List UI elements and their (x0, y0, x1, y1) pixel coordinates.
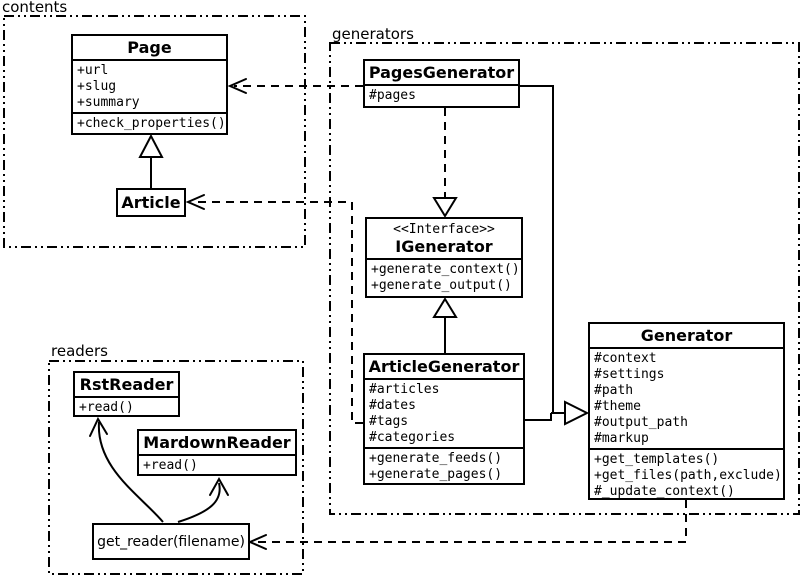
class-methods-rstreader: +read() (75, 398, 178, 417)
class-title-igenerator: IGenerator (395, 237, 493, 256)
generalization-arrow-articlegenerator-to-igenerator (432, 297, 458, 353)
class-title-articlegenerator: ArticleGenerator (365, 355, 523, 380)
class-methods-mardownreader: +read() (139, 456, 295, 475)
attr: #pages (369, 88, 416, 103)
class-methods-page: +check_properties() (73, 114, 226, 133)
attr: #markup (594, 431, 649, 446)
class-box-articlegenerator: ArticleGenerator #articles #dates #tags … (363, 353, 525, 485)
generators-package-label: generators (332, 25, 414, 43)
attr: #path (594, 383, 634, 398)
dependency-arrow-articlegenerator-to-article (185, 194, 363, 424)
class-methods-igenerator: +generate_context() +generate_output() (367, 260, 521, 296)
method: +generate_output() (371, 278, 512, 293)
generalization-arrow-generators-to-generator (520, 85, 590, 426)
readers-package-border (48, 360, 304, 575)
method: +generate_feeds() (369, 451, 503, 466)
class-box-generator: Generator #context #settings #path #them… (588, 322, 785, 500)
method: +get_templates() (594, 452, 720, 467)
attr: #output_path (594, 415, 688, 430)
class-attrs-page: +url +slug +summary (73, 61, 226, 114)
class-box-article: Article (116, 188, 186, 217)
attr: +slug (77, 79, 117, 94)
attr: +url (77, 63, 109, 78)
readers-package-label: readers (51, 342, 108, 360)
class-title-article: Article (121, 193, 181, 212)
interface-stereotype: <<Interface>> (393, 222, 495, 237)
realization-arrow-pagesgenerator-to-igenerator (432, 108, 458, 218)
class-box-igenerator: <<Interface>> IGenerator +generate_conte… (365, 217, 523, 298)
dependency-arrow-generator-to-getreader (247, 500, 687, 550)
attr: #settings (594, 367, 665, 382)
class-title-rstreader: RstReader (75, 373, 178, 398)
class-attrs-generator: #context #settings #path #theme #output_… (590, 349, 783, 450)
class-attrs-articlegenerator: #articles #dates #tags #categories (365, 380, 523, 449)
class-title-generator: Generator (590, 324, 783, 349)
class-box-rstreader: RstReader +read() (73, 371, 180, 417)
class-methods-articlegenerator: +generate_feeds() +generate_pages() (365, 449, 523, 484)
class-box-page: Page +url +slug +summary +check_properti… (71, 34, 228, 135)
method: +read() (143, 458, 198, 473)
generalization-arrow-article-to-page (138, 133, 164, 188)
method: +check_properties() (77, 116, 226, 131)
curved-arrow-getreader-to-rstreader (89, 416, 164, 523)
class-title-page: Page (73, 36, 226, 61)
class-box-mardownreader: MardownReader +read() (137, 429, 297, 476)
dependency-arrow-pagesgenerator-to-page (227, 78, 363, 94)
class-header-igenerator: <<Interface>> IGenerator (367, 219, 521, 260)
attr: #articles (369, 382, 440, 397)
method: +generate_pages() (369, 467, 503, 482)
method: +get_files(path,exclude) (594, 468, 782, 483)
method: +read() (79, 400, 134, 415)
attr: #theme (594, 399, 641, 414)
class-attrs-pagesgenerator: #pages (365, 86, 518, 106)
generators-package-border (329, 42, 800, 515)
attr: +summary (77, 95, 140, 110)
attr: #dates (369, 398, 416, 413)
attr: #tags (369, 414, 409, 429)
contents-package-border (3, 15, 306, 248)
curved-arrow-getreader-to-mardownreader (177, 476, 229, 523)
attr: #context (594, 351, 657, 366)
function-box-get-reader: get_reader(filename) (92, 523, 250, 560)
method: #_update_context() (594, 484, 735, 499)
method: +generate_context() (371, 262, 520, 277)
contents-package-label: contents (2, 0, 68, 16)
function-label: get_reader(filename) (97, 533, 245, 550)
class-title-mardownreader: MardownReader (139, 431, 295, 456)
class-methods-generator: +get_templates() +get_files(path,exclude… (590, 450, 783, 501)
class-title-pagesgenerator: PagesGenerator (365, 61, 518, 86)
attr: #categories (369, 430, 456, 445)
class-box-pagesgenerator: PagesGenerator #pages (363, 59, 520, 108)
